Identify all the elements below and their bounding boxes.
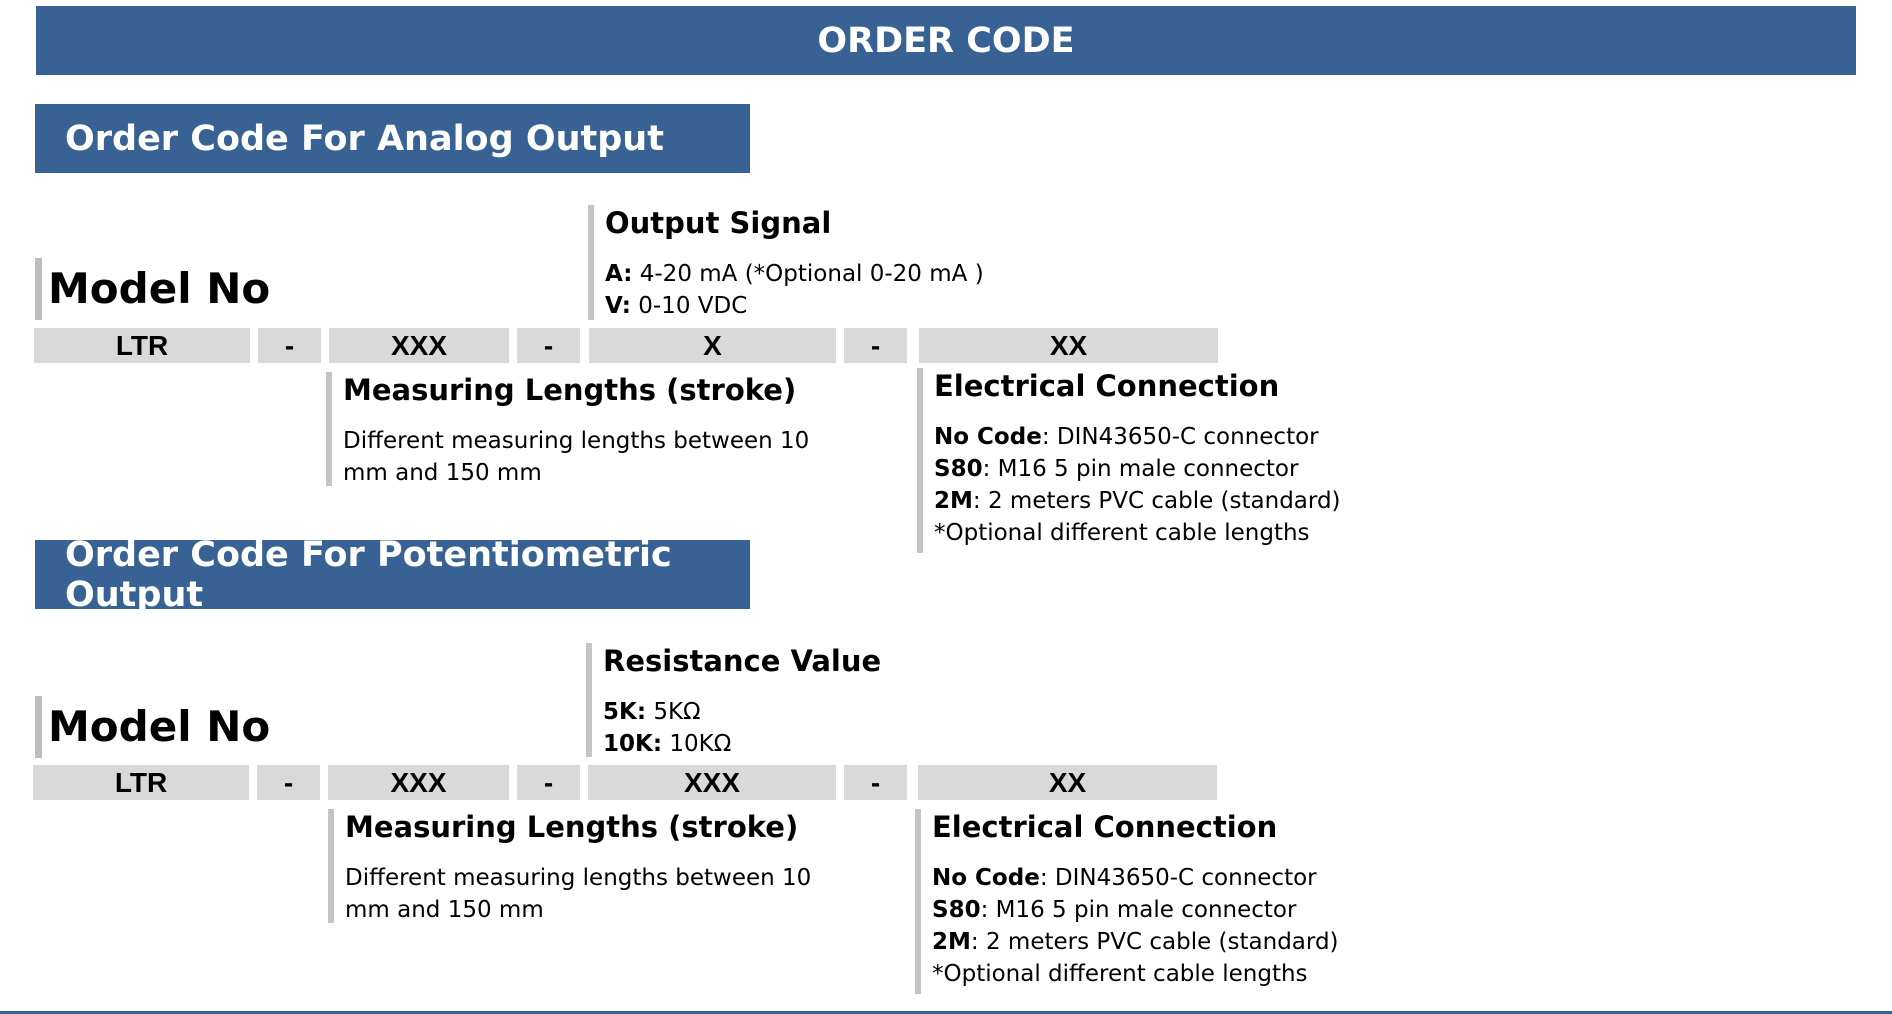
spec-line: 5K: 5KΩ: [603, 699, 701, 725]
spec-line: mm and 150 mm: [343, 460, 542, 486]
measuring-length-spec: Measuring Lengths (stroke) Different mea…: [326, 372, 809, 486]
spec-line: Different measuring lengths between 10: [343, 428, 810, 454]
code-segment-prefix: LTR: [33, 765, 249, 800]
measuring-length-spec: Measuring Lengths (stroke) Different mea…: [328, 809, 811, 923]
spec-line: V: 0-10 VDC: [605, 293, 748, 319]
section-title-analog: Order Code For Analog Output: [35, 104, 750, 173]
code-segment-prefix: LTR: [34, 328, 250, 363]
code-segment-output: X: [589, 328, 836, 363]
spec-title: Measuring Lengths (stroke): [345, 810, 799, 844]
code-separator: -: [258, 328, 321, 363]
spec-title: Resistance Value: [603, 644, 882, 678]
code-separator: -: [517, 328, 580, 363]
spec-line: No Code: DIN43650-C connector: [934, 424, 1319, 450]
resistance-value-spec: Resistance Value 5K: 5KΩ 10K: 10KΩ: [586, 643, 881, 757]
spec-title: Electrical Connection: [934, 369, 1280, 403]
code-separator: -: [844, 328, 907, 363]
code-segment-resistance: XXX: [588, 765, 836, 800]
order-code-header: ORDER CODE: [36, 6, 1856, 75]
section-title-potentiometric: Order Code For Potentiometric Output: [35, 535, 750, 615]
spec-line: S80: M16 5 pin male connector: [932, 897, 1297, 923]
output-signal-spec: Output Signal A: 4-20 mA (*Optional 0-20…: [588, 205, 984, 320]
spec-line: A: 4-20 mA (*Optional 0-20 mA ): [605, 261, 984, 287]
electrical-connection-spec: Electrical Connection No Code: DIN43650-…: [915, 809, 1339, 994]
model-no-label: Model No: [35, 258, 270, 320]
spec-line: 10K: 10KΩ: [603, 731, 732, 757]
code-segment-length: XXX: [328, 765, 509, 800]
code-segment-length: XXX: [329, 328, 509, 363]
code-segment-connection: XX: [919, 328, 1218, 363]
spec-line: Different measuring lengths between 10: [345, 865, 812, 891]
spec-line: *Optional different cable lengths: [934, 520, 1310, 546]
spec-line: No Code: DIN43650-C connector: [932, 865, 1317, 891]
spec-line: *Optional different cable lengths: [932, 961, 1308, 987]
model-no-label: Model No: [35, 696, 270, 758]
spec-line: S80: M16 5 pin male connector: [934, 456, 1299, 482]
spec-line: mm and 150 mm: [345, 897, 544, 923]
spec-line: 2M: 2 meters PVC cable (standard): [934, 488, 1341, 514]
spec-title: Output Signal: [605, 206, 832, 240]
spec-title: Measuring Lengths (stroke): [343, 373, 797, 407]
spec-line: 2M: 2 meters PVC cable (standard): [932, 929, 1339, 955]
bottom-rule: [0, 1011, 1892, 1014]
electrical-connection-spec: Electrical Connection No Code: DIN43650-…: [917, 368, 1341, 553]
code-separator: -: [844, 765, 907, 800]
code-segment-connection: XX: [918, 765, 1217, 800]
code-separator: -: [517, 765, 580, 800]
spec-title: Electrical Connection: [932, 810, 1278, 844]
code-separator: -: [257, 765, 320, 800]
